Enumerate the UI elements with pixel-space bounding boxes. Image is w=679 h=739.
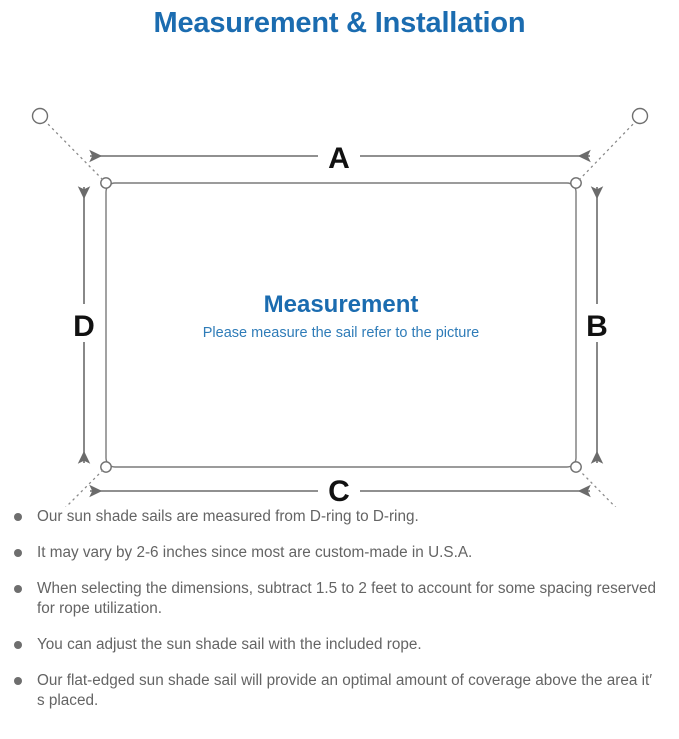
list-item-text: Our sun shade sails are measured from D-… xyxy=(37,508,419,525)
notes-list: Our sun shade sails are measured from D-… xyxy=(0,507,679,711)
measurement-diagram-svg: A C D B Measurement Please measure the s… xyxy=(31,107,649,507)
diagram-center-title: Measurement xyxy=(264,291,419,318)
list-item: It may vary by 2-6 inches since most are… xyxy=(12,543,657,563)
list-item-text: Our flat-edged sun shade sail will provi… xyxy=(37,672,653,709)
list-item-text: When selecting the dimensions, subtract … xyxy=(37,580,657,617)
d-ring-bottom-left xyxy=(100,461,112,473)
sail-outline xyxy=(105,182,577,468)
dimension-label-b: B xyxy=(586,310,608,343)
list-item: You can adjust the sun shade sail with t… xyxy=(12,635,657,655)
list-item-text: It may vary by 2-6 inches since most are… xyxy=(37,544,473,561)
list-item: Our flat-edged sun shade sail will provi… xyxy=(12,671,657,711)
diagram-center-subtitle: Please measure the sail refer to the pic… xyxy=(203,325,479,341)
anchor-rope-bottom-left xyxy=(65,469,104,507)
anchor-point-top-right xyxy=(631,107,649,125)
bullet-icon xyxy=(14,641,22,649)
bullet-icon xyxy=(14,549,22,557)
anchor-point-top-left xyxy=(31,107,49,125)
anchor-rope-top-right xyxy=(578,119,638,181)
d-ring-top-left xyxy=(100,177,112,189)
dimension-label-a: A xyxy=(328,142,350,175)
bullet-icon xyxy=(14,677,22,685)
bullet-icon xyxy=(14,585,22,593)
dimension-label-d: D xyxy=(73,310,95,343)
dimension-label-c: C xyxy=(328,475,350,507)
anchor-rope-top-left xyxy=(43,119,104,181)
list-item-text: You can adjust the sun shade sail with t… xyxy=(37,636,422,653)
anchor-rope-bottom-right xyxy=(578,469,617,507)
list-item: When selecting the dimensions, subtract … xyxy=(12,579,657,619)
page-title: Measurement & Installation xyxy=(153,7,526,39)
measurement-diagram: A C D B Measurement Please measure the s… xyxy=(0,42,679,507)
d-ring-top-right xyxy=(570,177,582,189)
list-item: Our sun shade sails are measured from D-… xyxy=(12,507,657,527)
d-ring-bottom-right xyxy=(570,461,582,473)
bullet-icon xyxy=(14,513,22,521)
